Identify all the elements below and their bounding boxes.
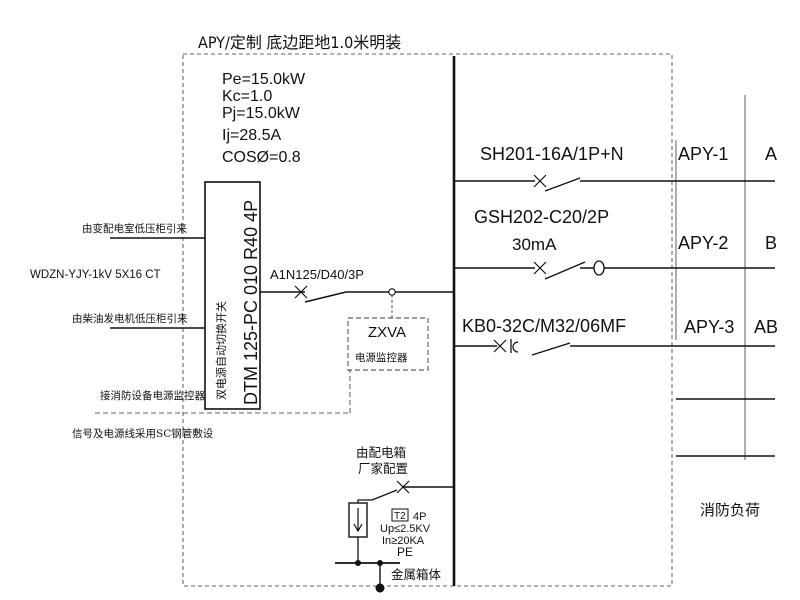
spd-arrow-head <box>353 523 363 533</box>
ats-model: DTM 125-PC 010 R40 4P <box>241 200 261 405</box>
circuit-3-phase: AB <box>754 317 778 337</box>
monitor-box <box>347 317 429 371</box>
circuit-2-breaker: GSH202-C20/2P <box>474 207 609 227</box>
main-breaker-blade <box>304 291 347 303</box>
circuit-1-cross <box>533 174 547 188</box>
spd-pe: PE <box>397 545 413 559</box>
circuit-2-rcd-icon <box>593 260 605 276</box>
spd-up: Up≤2.5KV <box>380 523 431 535</box>
circuit-1-blade <box>544 177 581 192</box>
param-ij: Ij=28.5A <box>222 127 281 144</box>
enclosure-label: 金属箱体 <box>391 567 442 582</box>
spd-note-1: 由配电箱 <box>356 445 406 460</box>
spd-class: T2 <box>394 511 406 522</box>
circuit-2-id: APY-2 <box>678 233 728 253</box>
label-signal-line: 信号及电源线采用SC钢管敷设 <box>72 427 214 440</box>
label-from-generator: 由柴油发电机低压柜引来 <box>72 312 188 325</box>
circuit-3-id: APY-3 <box>684 317 734 337</box>
circuit-2-phase: B <box>765 233 777 253</box>
param-cos: COSØ=0.8 <box>222 149 301 166</box>
circuit-apy-1: SH201-16A/1P+N APY-1 A <box>454 144 777 192</box>
circuit-1-breaker: SH201-16A/1P+N <box>480 144 624 164</box>
fire-load-label: 消防负荷 <box>700 501 760 519</box>
monitor-code: ZXVA <box>368 324 406 341</box>
circuit-1-phase: A <box>765 144 777 164</box>
circuit-apy-2: GSH202-C20/2P 30mA APY-2 B <box>454 207 777 280</box>
spd-poles: 4P <box>413 511 426 523</box>
pe-ground-node <box>375 583 385 593</box>
main-breaker-label: A1N125/D40/3P <box>270 267 364 282</box>
param-pe: Pe=15.0kW <box>222 71 306 88</box>
circuit-apy-3: KB0-32C/M32/06MF APY-3 AB <box>454 316 778 356</box>
spd-switch-cross <box>396 480 410 494</box>
param-pj: Pj=15.0kW <box>222 105 301 122</box>
circuit-2-cross <box>533 261 547 275</box>
spd-note-2: 厂家配置 <box>358 461 408 476</box>
main-breaker-monitor-node <box>388 288 396 296</box>
circuit-2-blade <box>544 261 586 280</box>
pe-node-1 <box>355 560 361 566</box>
ats-box <box>204 181 261 410</box>
circuit-3-blade <box>531 342 571 356</box>
label-cable: WDZN-YJY-1kV 5X16 CT <box>30 269 161 281</box>
spd-feed <box>357 499 372 503</box>
spd-in: In≥20KA <box>382 535 425 547</box>
spd-class-box <box>391 508 409 522</box>
param-kc: Kc=1.0 <box>222 88 272 105</box>
label-fire-monitor: 接消防设备电源监控器 <box>100 389 205 402</box>
monitor-name: 电源监控器 <box>355 351 408 364</box>
circuit-3-contactor-icon <box>512 341 519 353</box>
circuit-3-breaker: KB0-32C/M32/06MF <box>462 316 626 336</box>
main-breaker-cross <box>294 285 308 299</box>
panel-title: APY/定制 底边距地1.0米明装 <box>198 33 401 52</box>
circuit-2-breaker-rating: 30mA <box>512 235 557 254</box>
circuit-1-id: APY-1 <box>678 144 728 164</box>
spd-switch-blade <box>371 489 398 501</box>
label-from-transformer: 由变配电室低压柜引来 <box>82 222 187 235</box>
circuit-3-cross <box>493 339 507 353</box>
load-parameters: Pe=15.0kW Kc=1.0 Pj=15.0kW Ij=28.5A COSØ… <box>222 71 306 166</box>
ats-label: 双电源自动切换开关 <box>214 301 228 400</box>
